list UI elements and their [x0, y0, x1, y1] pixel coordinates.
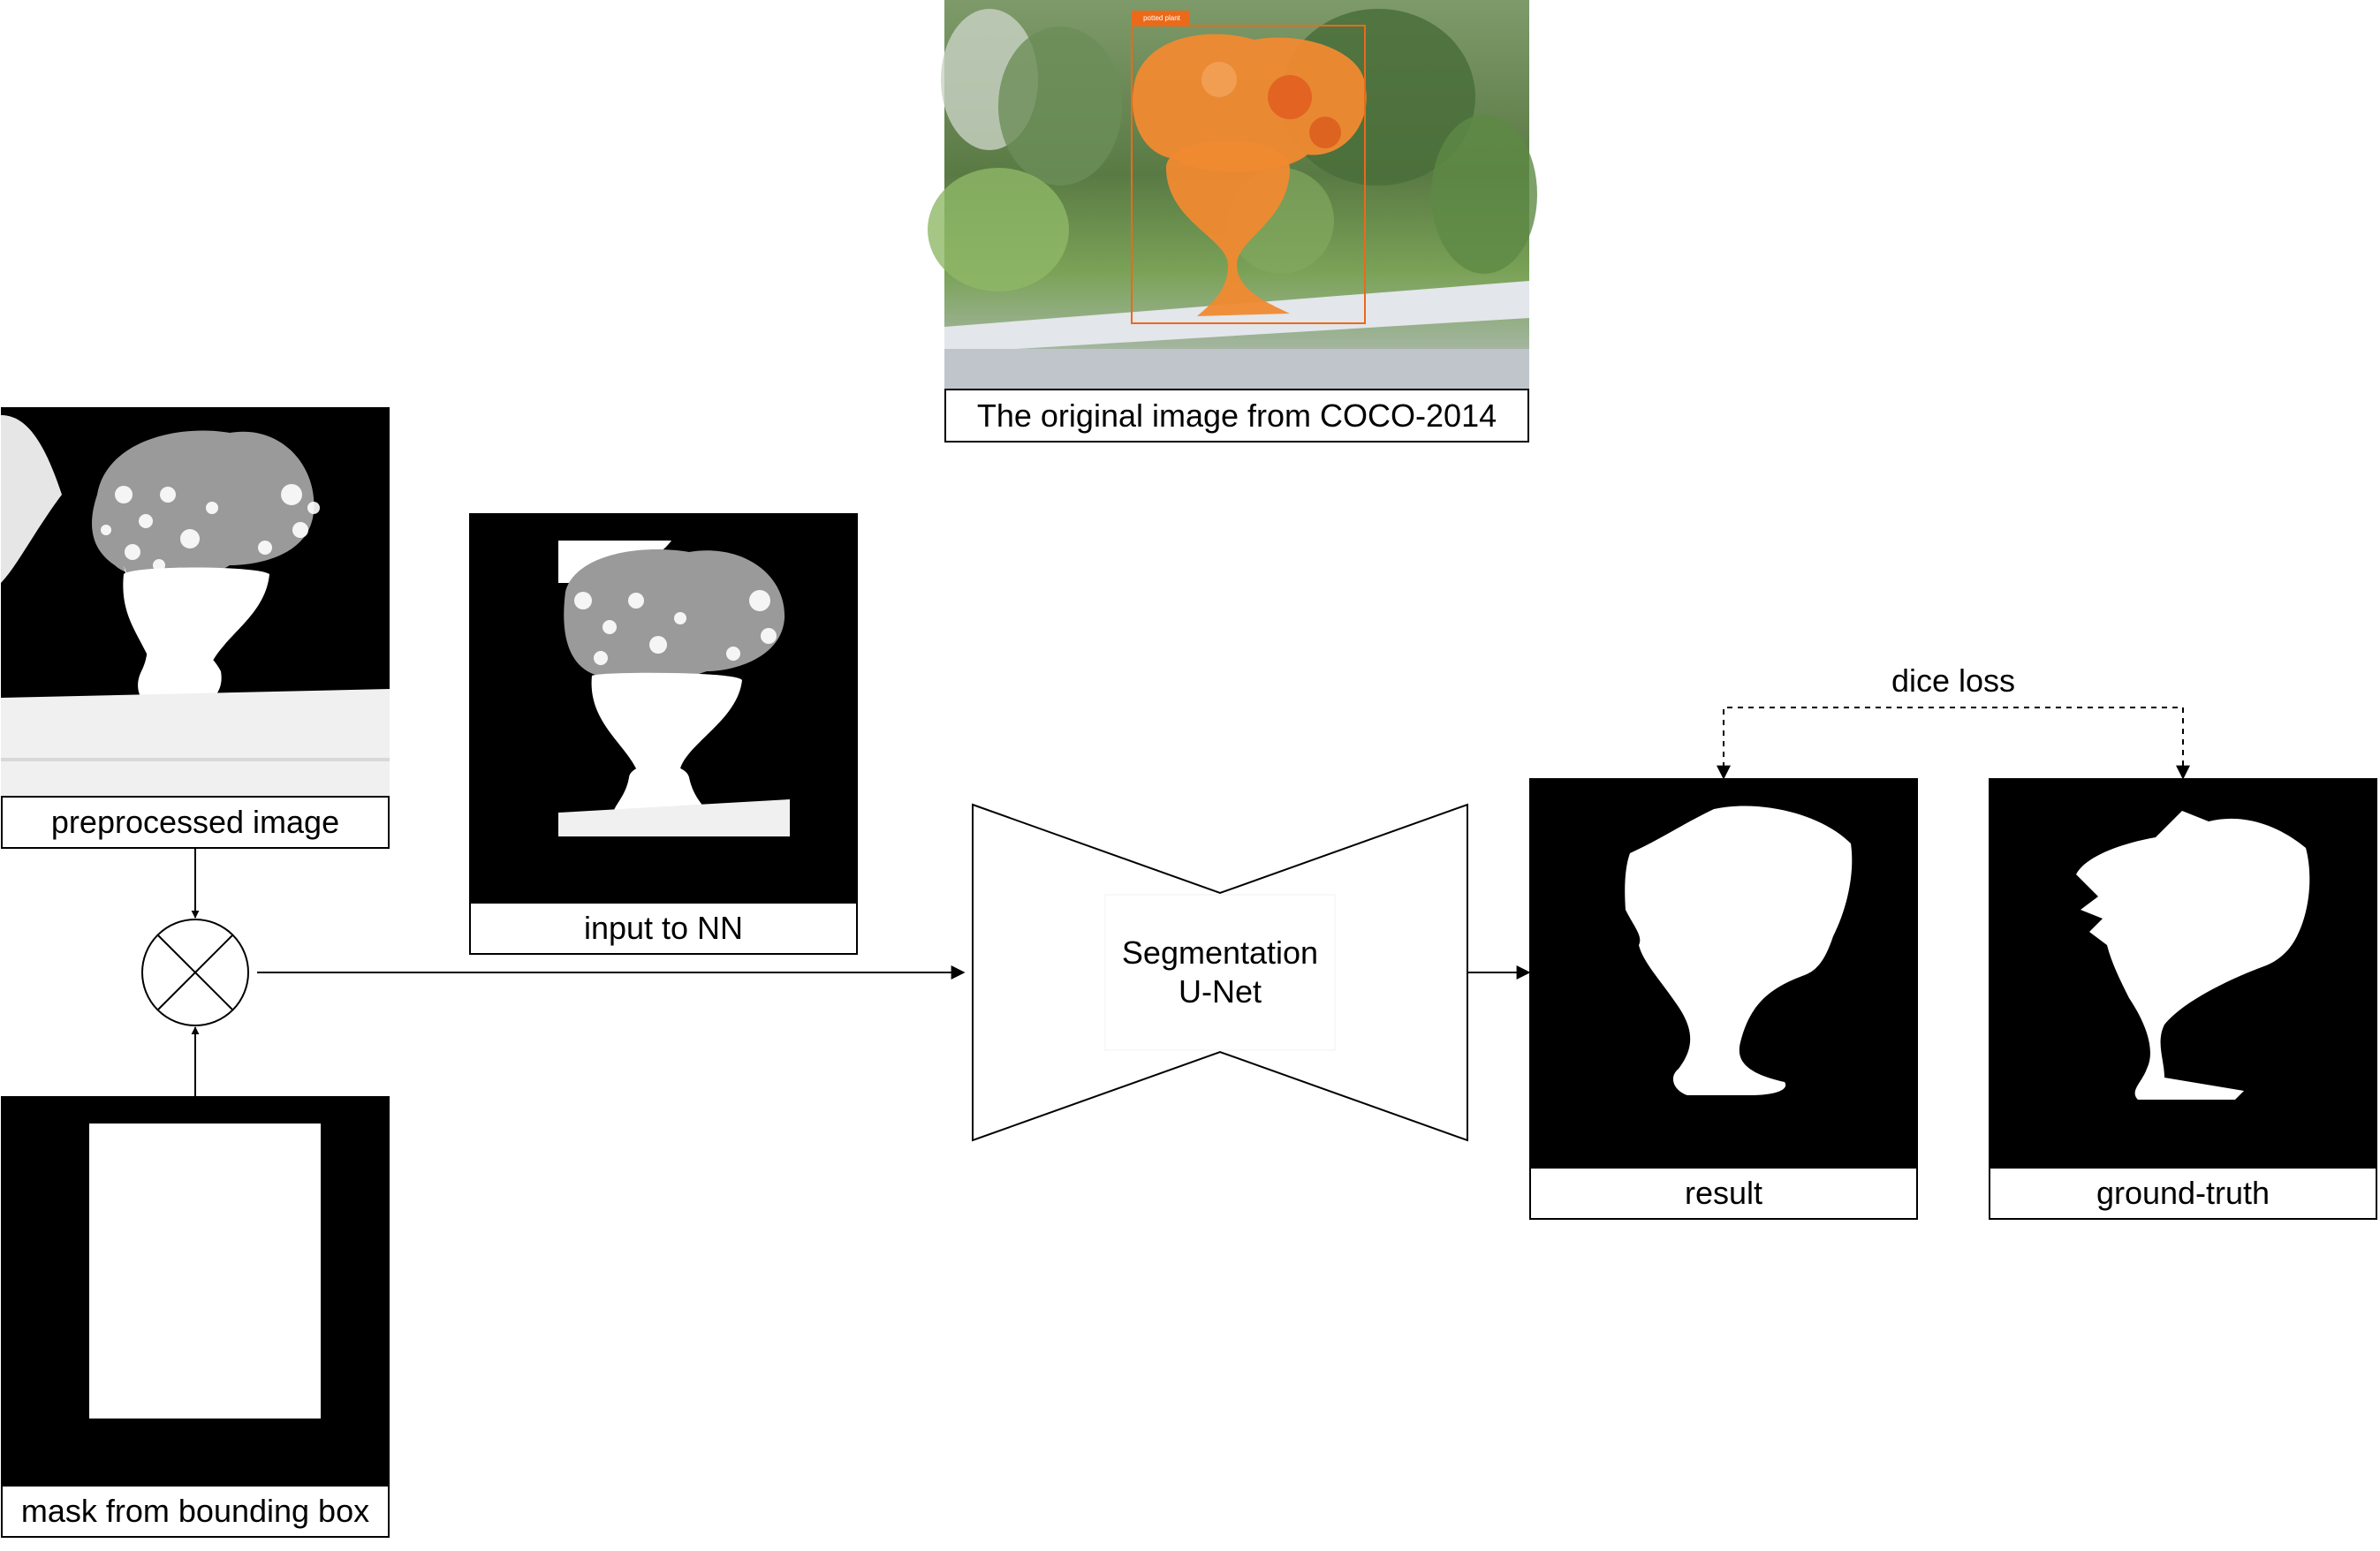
unet-label-box — [1104, 894, 1336, 1051]
original-image-caption: The original image from COCO-2014 — [944, 389, 1529, 443]
ground-truth-caption: ground-truth — [1989, 1167, 2377, 1220]
original-image — [928, 0, 1537, 389]
result-image — [1529, 778, 1918, 1167]
unet-shape — [972, 803, 1468, 1142]
unet-label: Segmentation U-Net — [1105, 934, 1335, 1011]
unet-label-line1: Segmentation — [1121, 934, 1319, 971]
preprocessed-image — [1, 407, 390, 796]
result-caption: result — [1529, 1167, 1918, 1220]
mask-caption: mask from bounding box — [1, 1485, 390, 1538]
mask-image — [1, 1096, 390, 1485]
multiply-icon — [141, 919, 249, 1026]
bbox-class-label: potted plant — [1143, 14, 1180, 22]
nn-input-image — [469, 513, 858, 902]
dice-loss-label: dice loss — [1891, 662, 2016, 699]
unet-label-line2: U-Net — [1178, 973, 1262, 1010]
ground-truth-image — [1989, 778, 2377, 1167]
preprocessed-image-caption: preprocessed image — [1, 796, 390, 849]
dice-loss-connector — [1717, 707, 2190, 780]
nn-input-caption: input to NN — [469, 902, 858, 955]
